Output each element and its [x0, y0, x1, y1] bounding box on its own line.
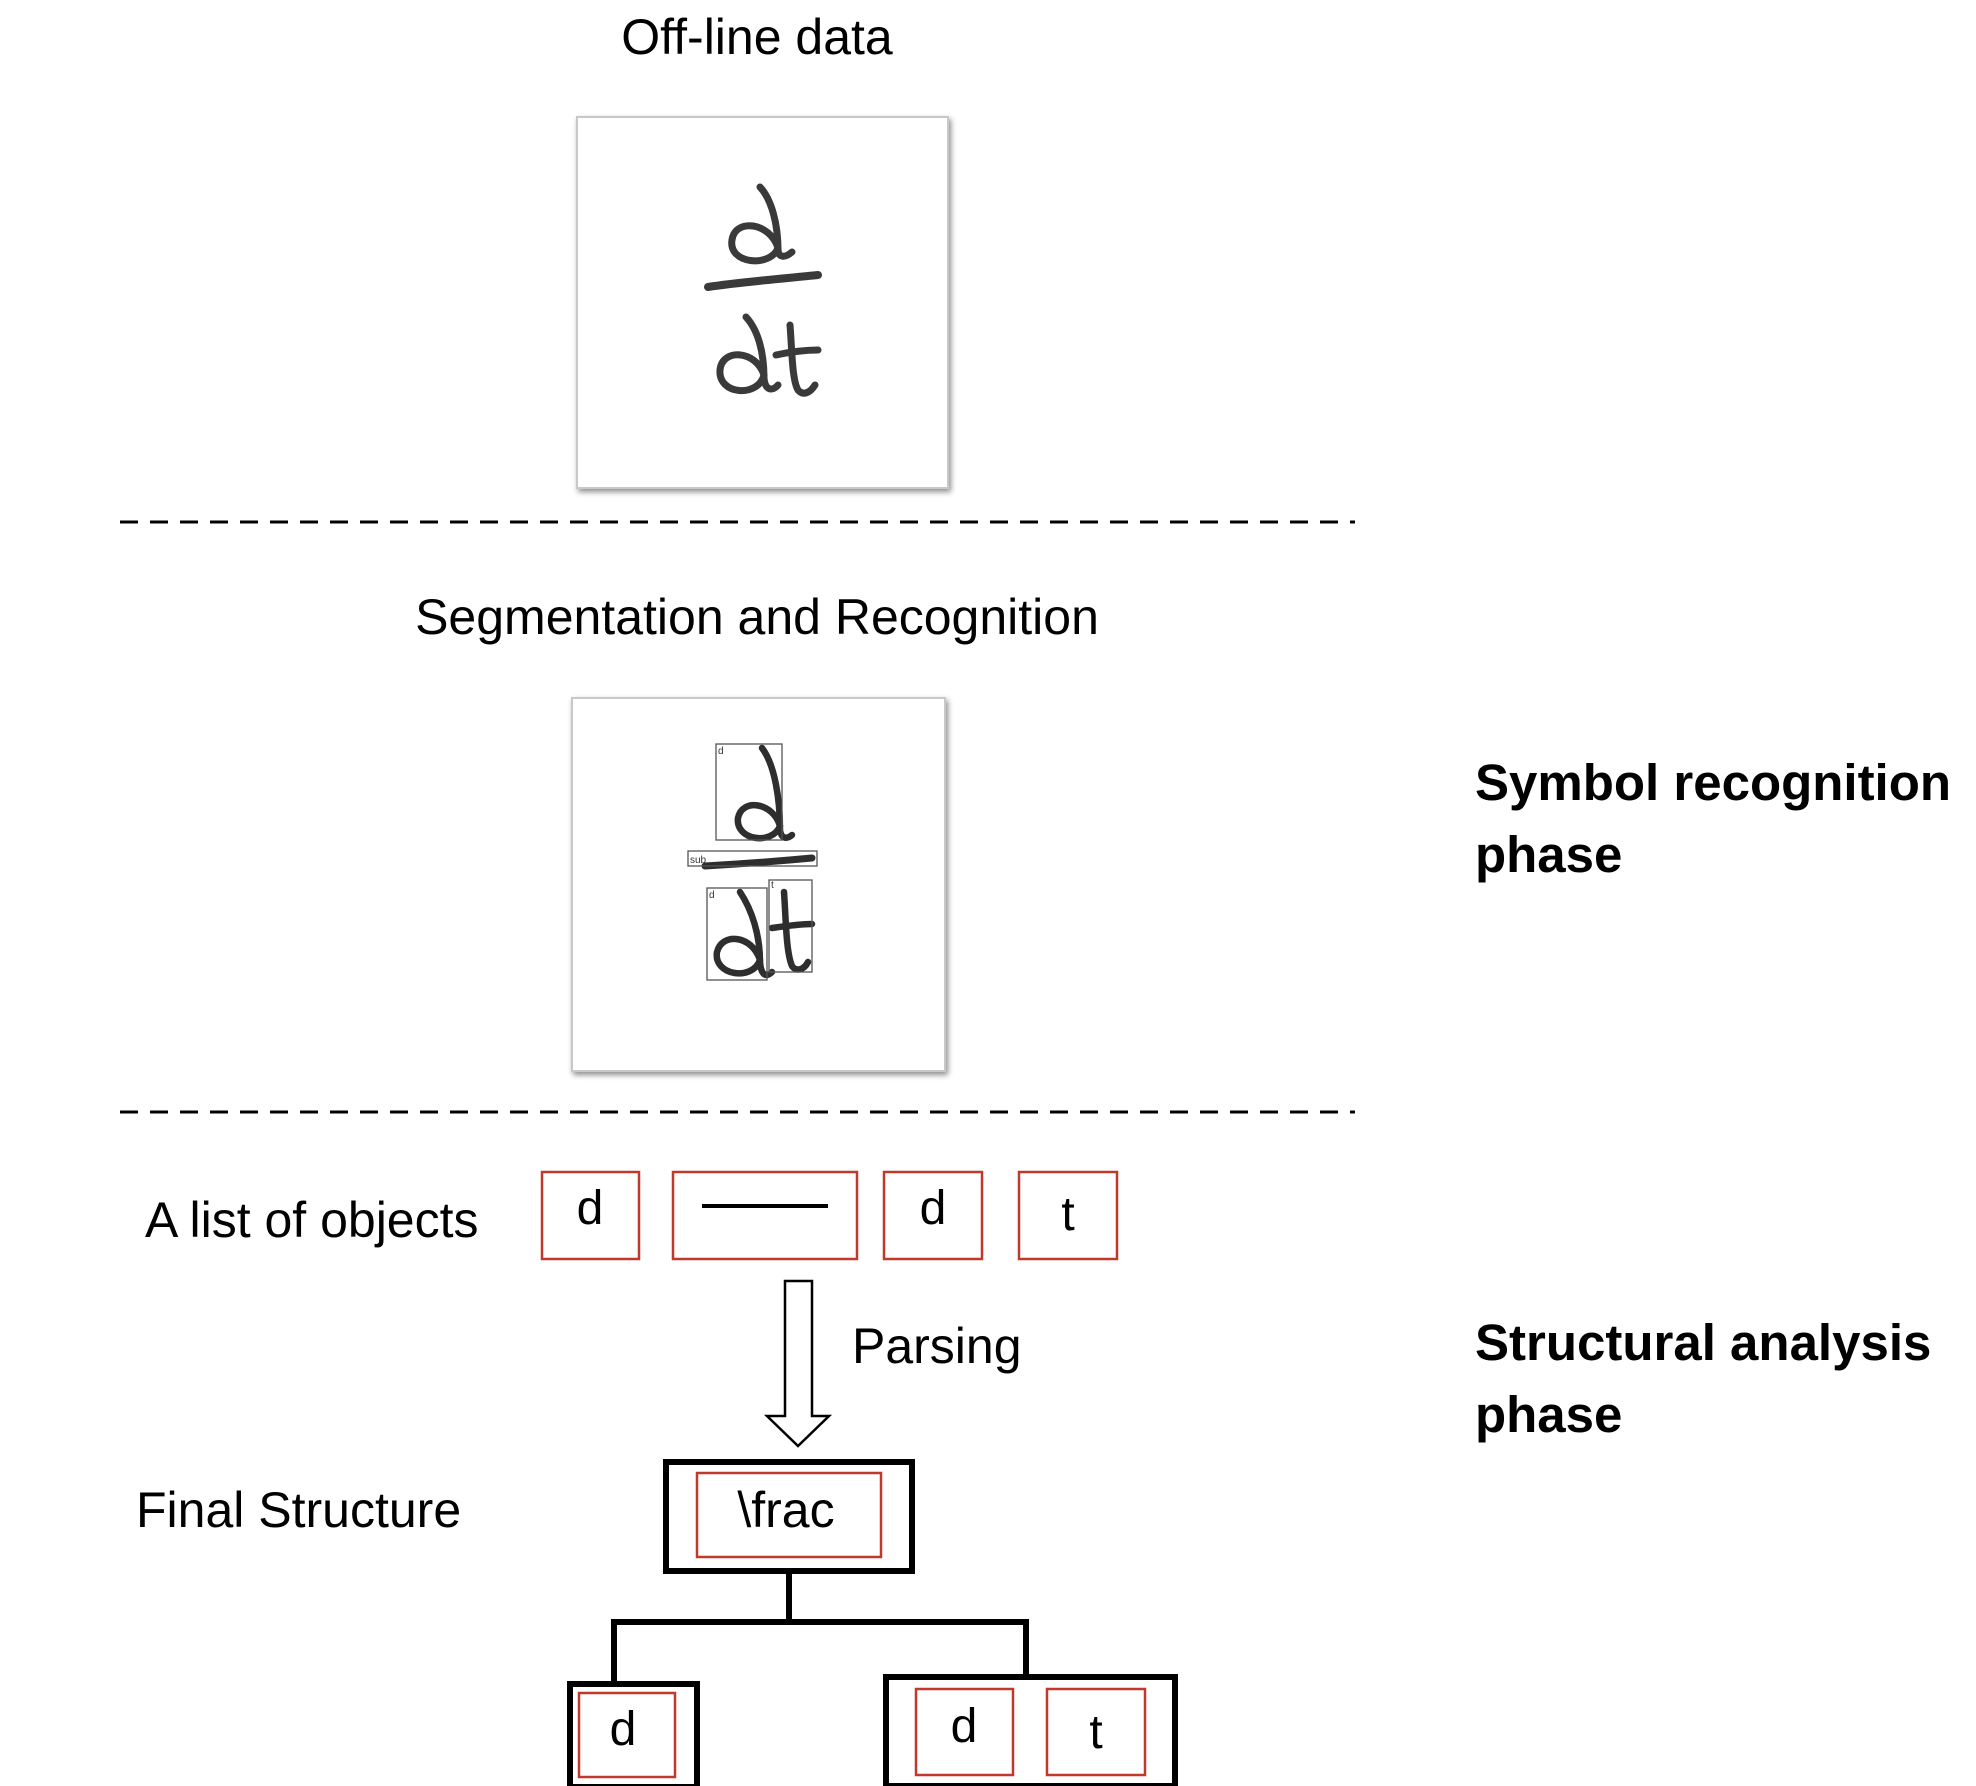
segmented-image-card: d sub d t d d t [571, 697, 946, 1072]
offline-image-card: d dt [576, 116, 949, 489]
structural-analysis-line2: phase [1475, 1386, 1622, 1443]
segmented-fraction-bar [701, 854, 816, 870]
bbox-numerator [715, 743, 783, 841]
structural-analysis-line1: Structural analysis [1475, 1314, 1931, 1371]
bbox-denominator-t-tag: t [771, 880, 774, 891]
tree-left-child-node: d [567, 1681, 700, 1786]
object-item: d [540, 1170, 641, 1261]
object-item: d [882, 1170, 984, 1261]
object-item [671, 1170, 859, 1261]
bbox-fraction-bar-tag: sub [690, 855, 707, 866]
symbol-recognition-line2: phase [1475, 826, 1622, 883]
object-item: t [1017, 1170, 1119, 1261]
bbox-denominator-t [768, 879, 813, 973]
object-item-label: d [920, 1182, 947, 1235]
structural-analysis-phase-label: Structural analysis phase [1475, 1314, 1931, 1443]
symbol-recognition-line1: Symbol recognition [1475, 754, 1951, 811]
tree-edges [611, 1571, 1029, 1684]
tree-root-node: \frac [663, 1459, 915, 1574]
bbox-denominator-d-tag: d [709, 890, 715, 901]
tree-root-label: \frac [737, 1482, 834, 1538]
tree-right-child-label-d: d [951, 1700, 978, 1753]
segmented-numerator [734, 744, 796, 842]
parsing-arrow [763, 1279, 833, 1448]
symbol-recognition-phase-label: Symbol recognition phase [1475, 754, 1951, 883]
bbox-fraction-bar [687, 850, 818, 867]
offline-data-title: Off-line data [621, 9, 893, 65]
object-list: d d t [540, 1170, 1119, 1261]
parsing-label: Parsing [852, 1318, 1022, 1374]
tree-left-child-label: d [610, 1703, 637, 1756]
bbox-numerator-tag: d [718, 746, 724, 757]
object-item-label: t [1061, 1188, 1074, 1241]
segmentation-title: Segmentation and Recognition [415, 589, 1099, 645]
handwritten-denominator [716, 313, 822, 397]
tree-right-child-label-t: t [1089, 1706, 1102, 1759]
final-structure-label: Final Structure [136, 1482, 461, 1538]
bbox-denominator-d [706, 887, 768, 981]
tree-right-child-node: d t [883, 1674, 1178, 1786]
handwritten-fraction-bar [704, 271, 822, 291]
handwritten-numerator [728, 183, 796, 265]
segmented-denominator-t [768, 888, 816, 973]
object-item-label: d [577, 1182, 604, 1235]
object-list-label: A list of objects [145, 1192, 479, 1248]
